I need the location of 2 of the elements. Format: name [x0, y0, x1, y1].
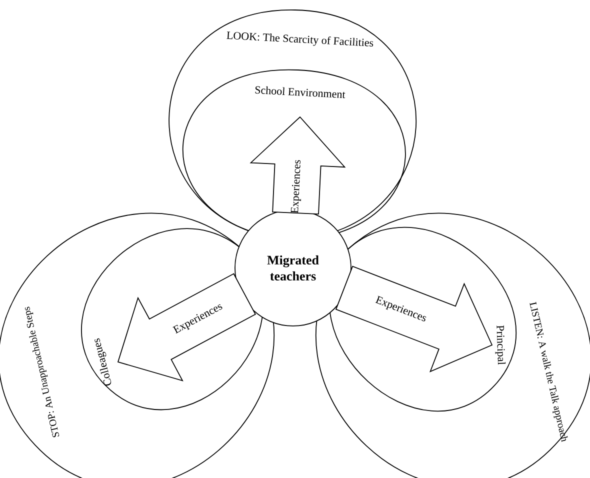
block-arrow	[117, 273, 256, 382]
block-arrow	[250, 116, 346, 215]
